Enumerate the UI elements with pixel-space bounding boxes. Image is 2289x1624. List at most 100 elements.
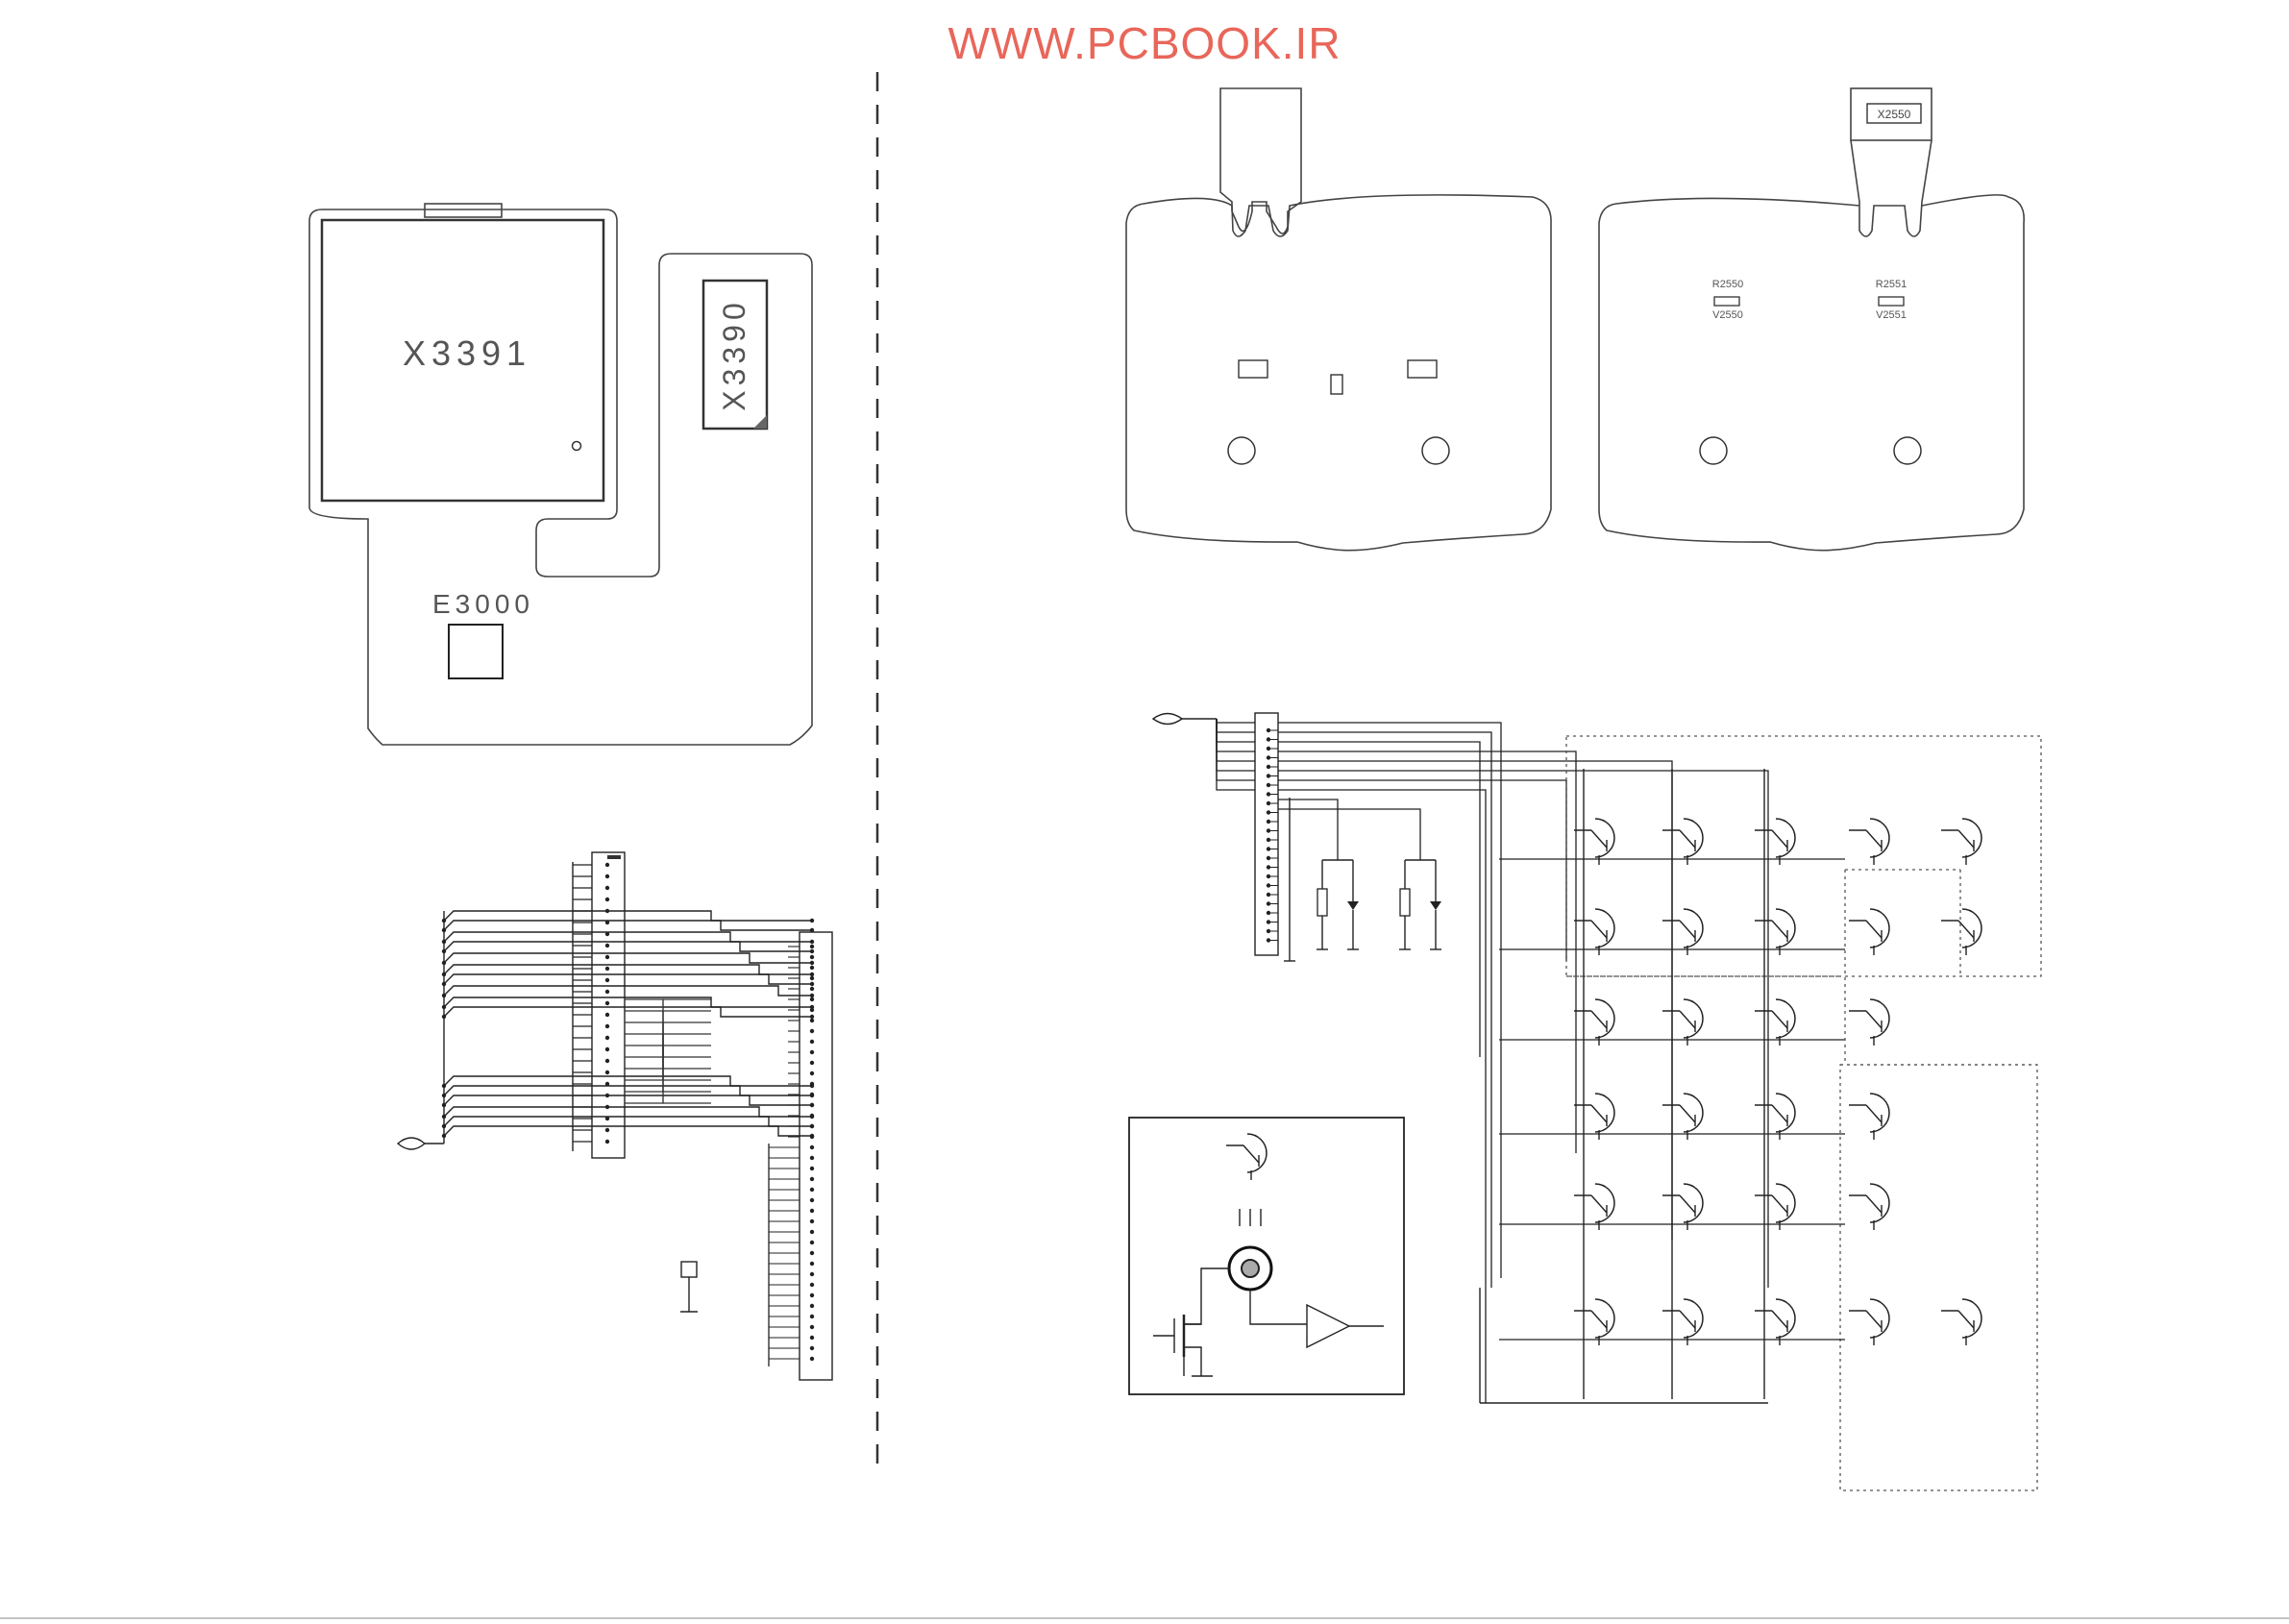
switch-contact [1591,1105,1607,1122]
key-switch-r1-c1 [1574,819,1614,865]
junction [442,919,446,923]
junction [810,972,814,976]
matrix-feed-8 [1278,790,1486,1403]
junction [1267,911,1270,915]
fan-line-4 [1217,719,1255,751]
bus-line-6 [444,965,812,974]
junction [810,1325,814,1329]
pad-e3000 [449,625,503,678]
key-switch-r6-c1 [1574,1299,1614,1345]
cross-line-6 [625,1046,711,1057]
matrix-feed-3 [1278,742,1480,1057]
switch-contact [1243,1145,1259,1163]
junction [605,886,609,890]
keypad-input-terminal [1153,714,1182,725]
led-1 [1347,901,1359,910]
chip-x3391-label: X3391 [403,333,531,373]
junction [810,1304,814,1308]
junction [810,940,814,944]
junction [1267,755,1270,759]
bus-line-16 [444,1126,812,1136]
junction [810,1156,814,1160]
junction [810,982,814,986]
led-array-right [1408,360,1437,378]
junction [605,874,609,878]
switch-contact [1591,1011,1607,1028]
switch-contact [1680,921,1695,938]
switch-contact [1958,921,1974,938]
junction [810,1082,814,1086]
cross-line-3 [625,1022,711,1080]
key-switch-r2-c1 [1574,909,1614,955]
switch-contact [1772,1195,1787,1213]
junction [810,1230,814,1234]
right-board-left [1126,88,1551,551]
led-2 [1430,901,1441,910]
matrix-feed-7 [1278,780,1566,961]
key-switch-r2-c3 [1755,909,1795,955]
key-switch-r4-c1 [1574,1094,1614,1140]
svg-text:V2551: V2551 [1876,309,1907,321]
junction [442,1005,446,1009]
bus-line-14 [444,1107,812,1117]
junction [810,1188,814,1192]
varistor-1 [1317,889,1327,916]
junction [442,940,446,944]
cross-line-5 [625,1046,711,1057]
key-switch-r4-c4 [1849,1094,1889,1140]
key-switch-r5-c4 [1849,1184,1889,1230]
junction [810,1050,814,1054]
cross-line-8 [625,1022,711,1080]
switch-contact [1591,1311,1607,1328]
key-switch-r2-c4 [1849,909,1889,955]
junction [605,1036,609,1040]
fan-line-1 [1217,719,1255,723]
keypad-schematic [1129,713,2041,1490]
right-board-right: X2550 R2550 V2550 R2551 V2551 [1599,88,2024,551]
junction [442,1103,446,1107]
junction [442,949,446,953]
junction [442,928,446,932]
ground-pad [681,1262,697,1277]
key-switch-r5-c2 [1662,1184,1703,1230]
bus-line-11 [444,1076,812,1086]
key-switch-r2-c2 [1662,909,1703,955]
pad-e3000-label: E3000 [432,589,534,619]
junction [810,1198,814,1202]
junction [810,1008,814,1012]
switch-contact [1680,1195,1695,1213]
legend-switch [1226,1134,1267,1180]
junction [605,990,609,994]
junction [442,982,446,986]
junction [1267,883,1270,887]
matrix-feed-2 [1278,732,1491,1288]
junction [1267,901,1270,905]
key-switch-r6-c3 [1755,1299,1795,1345]
junction [442,1124,446,1128]
left-pcb-outline [309,209,812,745]
switch-contact [1772,1311,1787,1328]
junction [605,1140,609,1144]
junction [810,1019,814,1022]
junction [810,949,814,953]
key-switch-r5-c1 [1574,1184,1614,1230]
junction [1267,893,1270,897]
junction [605,955,609,959]
connector-a-pins [573,863,609,1144]
connector-x2550-label: X2550 [1878,108,1911,121]
svg-text:R2550: R2550 [1712,279,1743,290]
mount-hole-right-b [1894,437,1921,464]
bus-line-7 [444,974,812,984]
junction [1267,929,1270,933]
cross-line-7 [625,1034,711,1069]
switch-contact [1866,1311,1882,1328]
bus-line-4 [444,942,812,951]
junction [605,978,609,982]
junction [605,898,609,901]
cross-line-10 [625,999,711,1103]
junction [810,1336,814,1340]
left-pcb-notch [425,204,502,217]
junction [1267,765,1270,769]
keypad-fan-lines [1217,719,1768,1403]
junction [1267,865,1270,869]
